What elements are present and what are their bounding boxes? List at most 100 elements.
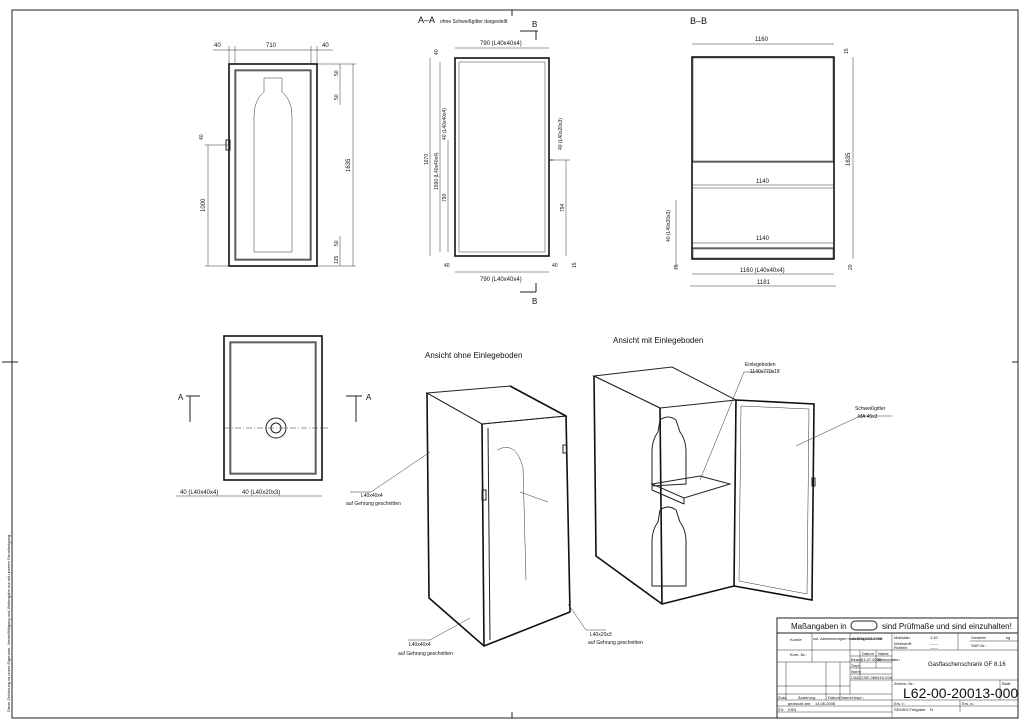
bb-bottom-total: 1181 bbox=[757, 280, 771, 286]
section-aa: A–A ohne Schweißgitter dargestellt B 790… bbox=[418, 15, 578, 306]
section-aa-title: A–A bbox=[418, 15, 435, 25]
tb-allg-label: zul. Abweichungen nach DIN ISO 2768 bbox=[813, 636, 883, 641]
front-dim-right-bot-b: 125 bbox=[334, 255, 340, 264]
section-bb: B–B 1160 15 1140 1140 1635 20 40 (L40x20… bbox=[666, 16, 854, 287]
sheet-border bbox=[2, 9, 1019, 719]
iso-view-right: Ansicht mit Einlegeboden bbox=[592, 336, 816, 605]
bb-bottom-profile: 1160 (L40x40x4) bbox=[740, 268, 785, 274]
bb-dim-right-bot: 20 bbox=[848, 264, 854, 270]
bb-dim-left-bot: 75 bbox=[674, 264, 680, 270]
front-dim-right-top-a: 50 bbox=[334, 70, 340, 76]
aa-left-inner: 1590 (L40x40x4) bbox=[434, 152, 440, 190]
callout-mesh-line2: MA 45x3 bbox=[858, 414, 878, 420]
tb-ers-durch: Ers. d.: bbox=[962, 701, 975, 706]
section-aa-note: ohne Schweißgitter dargestellt bbox=[440, 19, 508, 25]
tb-rohteil-label: Rohteil: bbox=[894, 645, 908, 650]
tb-gedruckt-label: gedruckt am: bbox=[788, 701, 811, 706]
margin-note: Diese Zeichnung ist unser Eigentum. Verv… bbox=[6, 534, 11, 712]
tb-werkstoff-label: Werkstoff: bbox=[894, 641, 912, 646]
tb-gepr-label: Gepr. bbox=[851, 663, 861, 668]
tb-massstab-value: 1:10 bbox=[930, 635, 939, 640]
tb-gewicht-label: Gewicht: bbox=[971, 635, 987, 640]
callout-l2-line1: L40x40x4 bbox=[409, 642, 431, 648]
tb-rev-datum-label: Datum bbox=[828, 695, 840, 700]
tb-norm-label: Norm bbox=[851, 669, 861, 674]
top-dim-right: 40 (L40x20x3) bbox=[242, 490, 280, 496]
tb-rohteil-value: ------ bbox=[930, 645, 939, 650]
top-dim-left: 40 (L40x40x4) bbox=[180, 490, 218, 496]
aa-bottom-profile: 790 (L40x40x4) bbox=[480, 277, 522, 283]
callout-l1-line1: L40x40x4 bbox=[361, 493, 383, 499]
tb-bearb-date: 21.07.2008 bbox=[861, 657, 882, 662]
tb-ers-fuer: Ers. f.: bbox=[894, 701, 906, 706]
callout-l3-line1: L40x20x3 bbox=[590, 632, 612, 638]
title-block: Maßangaben in sind Prüfmaße und sind ein… bbox=[776, 617, 1019, 719]
aa-top-profile: 790 (L40x40x4) bbox=[480, 41, 522, 47]
callout-l3-line2: auf Gehrung geschnitten bbox=[588, 640, 643, 646]
bb-shelf-lower: 1140 bbox=[756, 236, 770, 242]
front-dim-right-total: 1635 bbox=[346, 158, 352, 172]
bb-width-top: 1160 bbox=[755, 37, 769, 43]
aa-left-lower: 790 bbox=[442, 193, 448, 202]
tb-name-label: Name bbox=[878, 651, 889, 656]
aa-right-bot: 15 bbox=[572, 262, 578, 268]
tb-cad-value: CSE-080415-02A bbox=[861, 675, 893, 680]
banner-pre: Maßangaben in bbox=[791, 622, 847, 631]
aa-left-top: 40 bbox=[434, 49, 440, 55]
tb-werkstoff-value: ------ bbox=[930, 641, 939, 646]
tb-zv-value: KSN bbox=[788, 707, 796, 712]
iso-view-left: Ansicht ohne Einlegeboden bbox=[425, 351, 571, 648]
callout-shelf-line1: Einlegeboden bbox=[745, 362, 776, 368]
front-view: 40 710 40 1635 50 50 50 125 40 1000 bbox=[199, 43, 356, 267]
bb-shelf-upper: 1140 bbox=[756, 179, 770, 185]
iso-left-title: Ansicht ohne Einlegeboden bbox=[425, 351, 522, 360]
tb-freigabe-label: SEMSS-Freigabe: bbox=[894, 707, 926, 712]
aa-left-upper: 40 (L40x40x4) bbox=[442, 108, 448, 140]
tb-bearb-label: Bearb. bbox=[851, 657, 863, 662]
tb-kom-label: Kom.-Nr.: bbox=[790, 652, 807, 657]
tb-sap-label: SAP-Nr.: bbox=[971, 643, 987, 648]
section-marker-a-left: A bbox=[178, 393, 184, 402]
banner-post: sind Prüfmaße und sind einzuhalten! bbox=[882, 622, 1012, 631]
front-dim-left-handle: 40 bbox=[199, 134, 205, 140]
bb-left-profile: 40 (L40x20x3) bbox=[666, 210, 672, 242]
tb-auftrag-label: Auftragsvolumen: bbox=[852, 636, 883, 641]
banner-oval bbox=[850, 620, 878, 631]
aa-right-dim: 794 bbox=[560, 203, 566, 212]
tb-zeichnr-label: Zeichn.-Nr.: bbox=[894, 681, 915, 686]
tb-rev-name-label: Name bbox=[841, 695, 852, 700]
aa-left-total: 1670 bbox=[424, 154, 430, 165]
top-view: A A 40 (L40x40x4) 40 (L40x20x3) bbox=[176, 335, 372, 497]
tb-freigabe-value: N bbox=[930, 707, 933, 712]
section-marker-b-bottom: B bbox=[532, 297, 537, 306]
front-dim-top-left: 40 bbox=[214, 43, 221, 49]
section-marker-b-top: B bbox=[532, 20, 537, 29]
tb-massstab-label: Maßstab: bbox=[894, 635, 911, 640]
tb-zv-label: ZV: bbox=[778, 707, 784, 712]
iso-right-title: Ansicht mit Einlegeboden bbox=[613, 336, 703, 345]
bb-dim-right-total: 1635 bbox=[846, 152, 852, 166]
tb-gewicht-unit: kg bbox=[1006, 635, 1010, 640]
tb-datum-label: Datum bbox=[862, 651, 874, 656]
tb-gedruckt-value: 14.06.2008 bbox=[815, 701, 836, 706]
callout-l1-line2: auf Gehrung geschnitten bbox=[346, 501, 401, 507]
tb-bearb-name: Wennemann bbox=[877, 657, 900, 662]
tb-drawing-number: L62-00-20013-000 bbox=[903, 685, 1018, 701]
tb-aenderung-label: Änderung bbox=[798, 695, 815, 700]
section-bb-title: B–B bbox=[690, 16, 707, 26]
callouts: L40x40x4 auf Gehrung geschnitten L40x40x… bbox=[346, 362, 892, 657]
front-dim-right-top-b: 50 bbox=[334, 94, 340, 100]
tb-urspr-label: Urspr.: bbox=[852, 695, 864, 700]
section-marker-a-right: A bbox=[366, 393, 372, 402]
front-dim-top-right: 40 bbox=[322, 43, 329, 49]
tb-blatt-label: Blatt: bbox=[1002, 681, 1011, 686]
front-dim-left-height: 1000 bbox=[201, 198, 207, 212]
front-dim-top-mid: 710 bbox=[266, 43, 277, 49]
aa-bottom-right: 40 bbox=[552, 263, 558, 269]
tb-title: Gasflaschenschrank GF 8.16 bbox=[928, 662, 1006, 668]
tb-cad-label: CAD: bbox=[851, 675, 861, 680]
callout-l2-line2: auf Gehrung geschnitten bbox=[398, 651, 453, 657]
bb-dim-right-top: 15 bbox=[844, 48, 850, 54]
front-dim-right-bot-a: 50 bbox=[334, 240, 340, 246]
